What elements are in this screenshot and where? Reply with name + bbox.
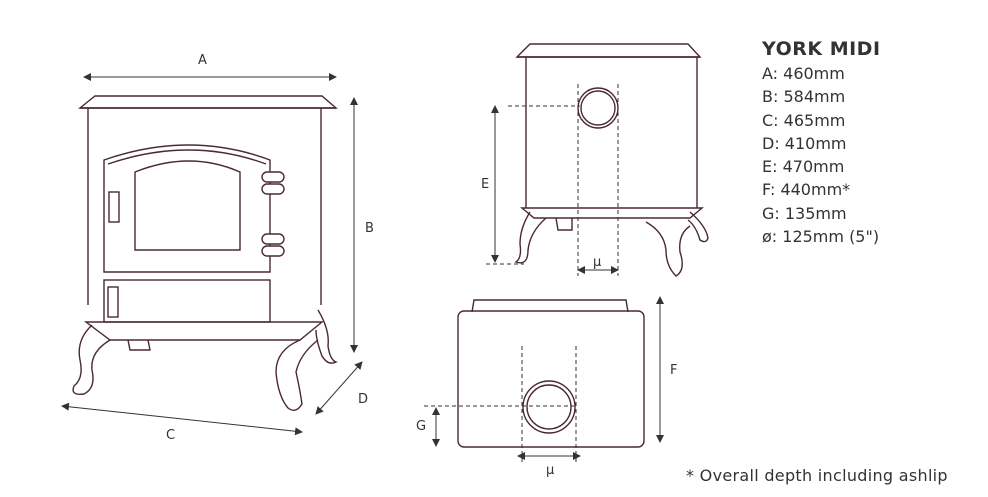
dimension-line-c	[61, 402, 303, 436]
spec-line-f: F: 440mm*	[762, 180, 851, 200]
label-d: D	[358, 392, 368, 407]
spec-line-c: C: 465mm	[762, 110, 846, 130]
spec-line-diameter: ø: 125mm (5")	[762, 227, 880, 247]
front-view-stove	[72, 95, 338, 411]
top-view-stove	[457, 299, 645, 448]
spec-line-b: B: 584mm	[762, 87, 846, 107]
label-f: F	[670, 363, 677, 378]
footnote: * Overall depth including ashlip	[686, 466, 948, 485]
spec-line-a: A: 460mm	[762, 64, 845, 83]
spec-line-e: E: 470mm	[762, 157, 845, 177]
spec-line-d: D: 410mm	[762, 133, 847, 153]
label-mu-side: μ	[593, 255, 601, 270]
specification-panel: YORK MIDI A: 460mm B: 584mm C: 465mm D: …	[762, 38, 881, 248]
model-title: YORK MIDI	[762, 38, 881, 60]
label-a: A	[198, 53, 207, 68]
label-c: C	[166, 428, 175, 443]
dimension-line-d	[315, 361, 363, 415]
label-mu-top: μ	[546, 463, 554, 478]
label-b: B	[365, 221, 374, 236]
rear-view-stove	[514, 43, 709, 277]
label-e: E	[481, 177, 489, 192]
spec-line-g: G: 135mm	[762, 203, 847, 223]
label-g: G	[416, 419, 426, 434]
